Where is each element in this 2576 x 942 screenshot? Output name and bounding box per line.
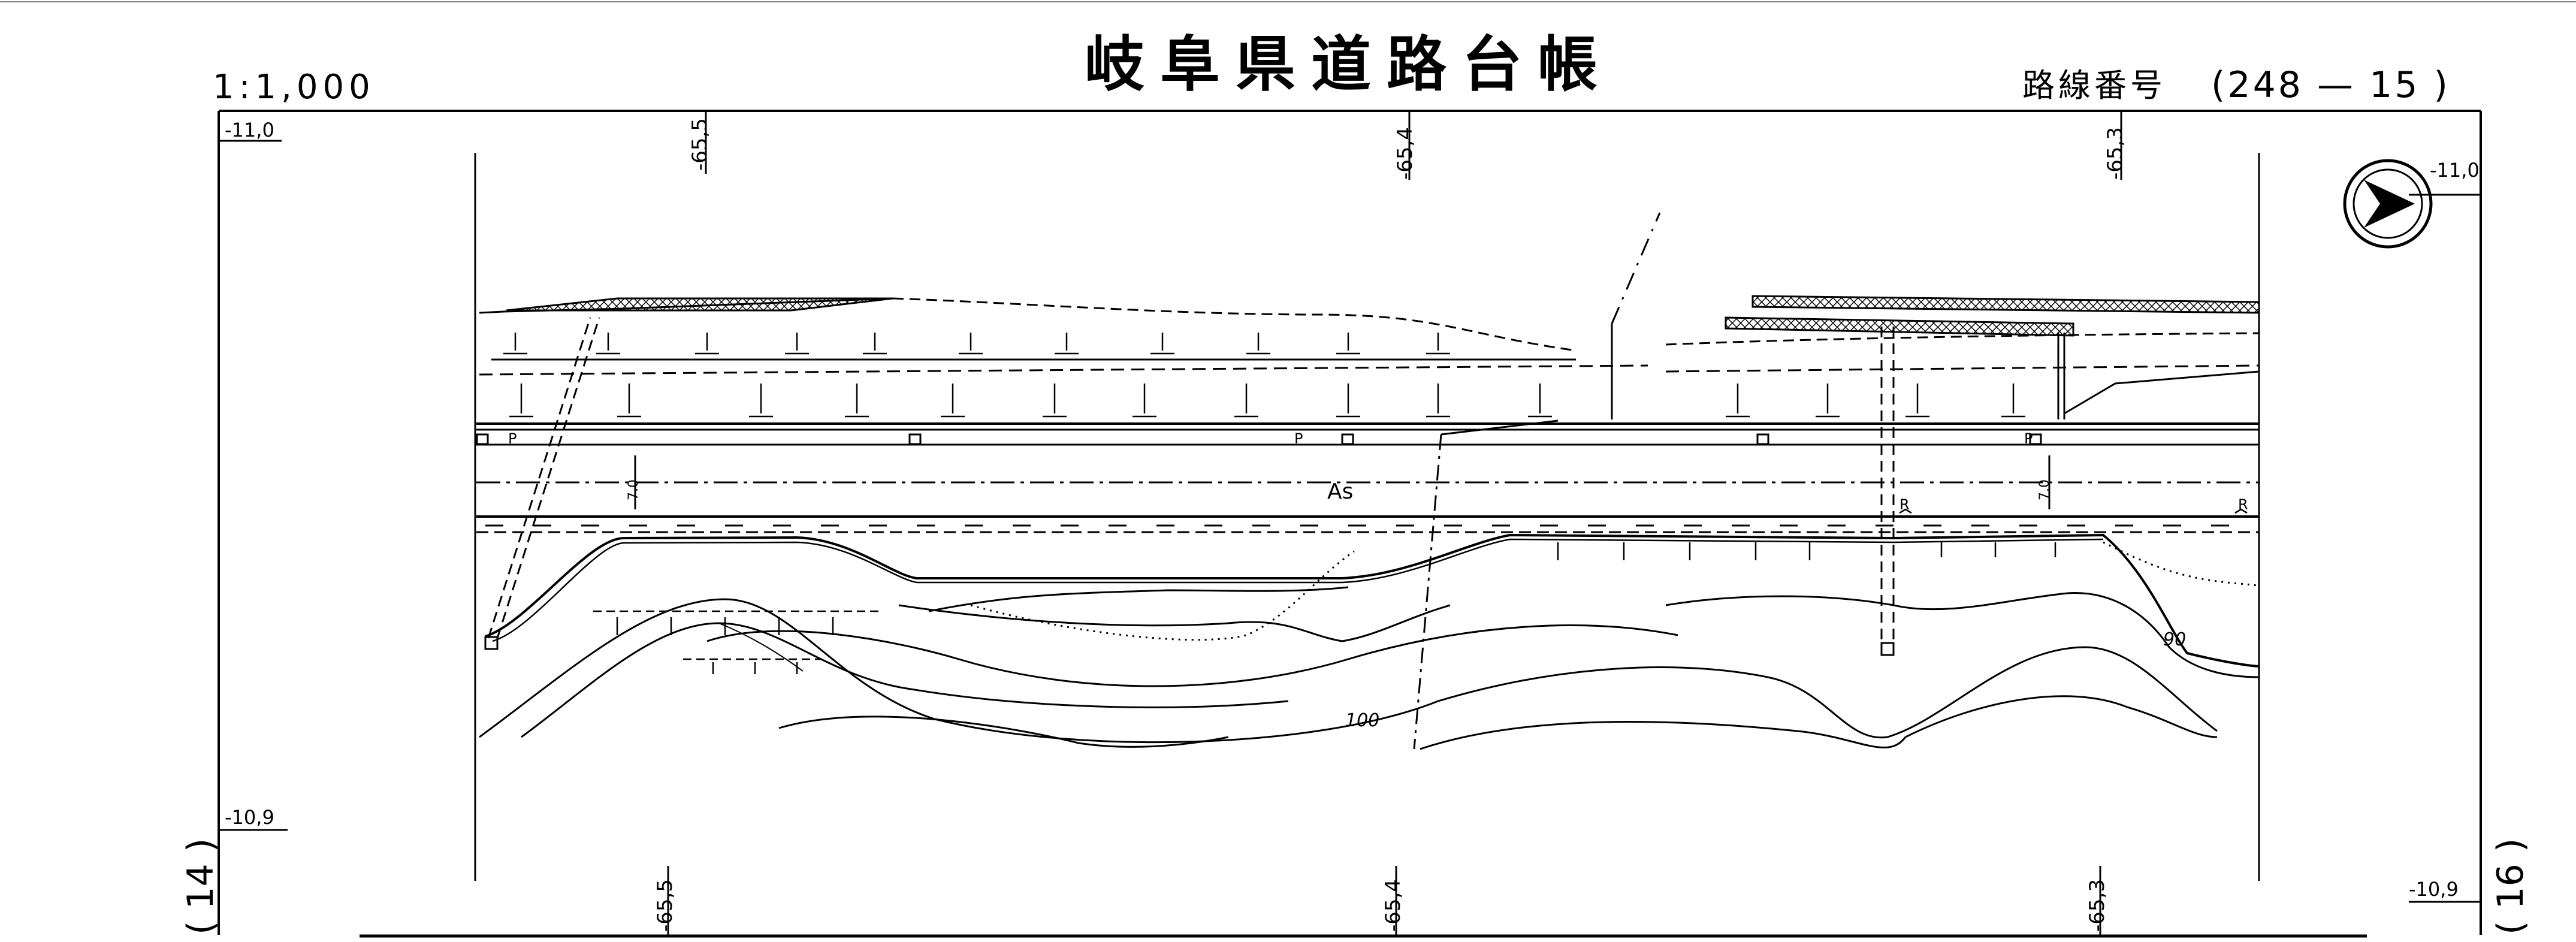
river-bank (485, 533, 2260, 668)
terrain-lines (479, 212, 2260, 419)
road-width-left: 7.0 (626, 479, 641, 500)
grid-label-bottom-left: -10,9 (225, 806, 274, 829)
pole-marker-p2: P (1294, 430, 1303, 447)
road-markers (1899, 508, 2248, 514)
pole-marker-p1: P (508, 430, 517, 447)
building-strips (506, 295, 2260, 337)
route-number-value: (248 — 15 ) (2211, 64, 2450, 106)
pole-marker-p3: P (2024, 430, 2033, 447)
utility-poles (476, 433, 2042, 445)
north-arrow-icon (2343, 159, 2433, 249)
grid-label-top-right: -11,0 (2430, 159, 2480, 182)
pipe-lines (487, 317, 1895, 644)
grid-tick-bottom-3: -65,3 (2085, 879, 2109, 932)
grid-ticks (219, 111, 2481, 935)
adjacent-sheet-left: ( 14 ) (180, 838, 222, 935)
slope-symbols-lower (593, 542, 2056, 674)
road-marker-r1: R (1899, 496, 1910, 513)
road-marker-r2: R (2238, 496, 2248, 513)
map-scale: 1:1,000 (213, 68, 375, 107)
crossing-line (1413, 419, 1559, 750)
contour-lines (479, 541, 2260, 750)
page-title: 岐阜県道路台帳 (1085, 29, 1613, 99)
adjacent-sheet-right: ( 16 ) (2490, 838, 2532, 935)
width-markers (634, 455, 2050, 509)
road-lines (476, 422, 2259, 533)
slope-symbols-upper (503, 333, 2025, 418)
grid-label-top-left: -11,0 (225, 119, 274, 141)
manholes (484, 636, 1895, 656)
contour-label-90: 90 (2163, 629, 2187, 650)
grid-tick-bottom-2: -65,4 (1381, 879, 1405, 932)
grid-tick-top-1: -65,5 (688, 118, 712, 171)
road-surface-label: As (1327, 479, 1354, 504)
grid-tick-top-2: -65,4 (1393, 127, 1417, 180)
route-number-label: 路線番号 (2022, 67, 2166, 104)
grid-label-bottom-right: -10,9 (2409, 878, 2459, 901)
road-width-right: 7.0 (2037, 479, 2052, 500)
grid-tick-bottom-1: -65,5 (653, 879, 677, 932)
grid-tick-top-3: -65,3 (2103, 127, 2127, 180)
contour-label-100: 100 (1345, 710, 1380, 731)
